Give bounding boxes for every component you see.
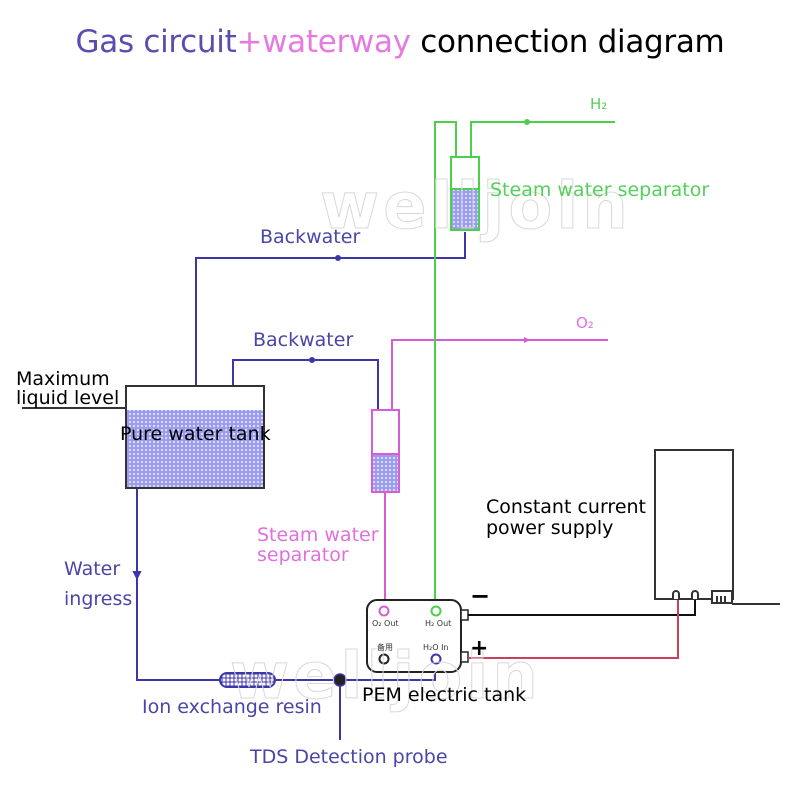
tds-probe-node xyxy=(333,673,347,687)
h2-out-port-label: H₂ Out xyxy=(425,619,452,628)
h2-label: H₂ xyxy=(590,95,608,113)
backwater-top-label: Backwater xyxy=(260,226,361,248)
h2o-in-port-label: H₂O In xyxy=(423,643,449,652)
o2-separator-label-1: Steam water xyxy=(257,524,379,546)
backwater-top-pipe xyxy=(195,232,466,385)
title-part-gas: Gas circuit xyxy=(75,24,237,60)
title-part-rest: connection diagram xyxy=(410,24,725,60)
ion-exchange-resin-label: Ion exchange resin xyxy=(142,696,322,718)
power-supply-label-1: Constant current xyxy=(486,496,646,518)
h2-steam-water-separator xyxy=(450,156,480,231)
pure-water-tank-label: Pure water tank xyxy=(120,423,271,445)
max-level-label-2: liquid level xyxy=(16,387,120,409)
h2o-in-port xyxy=(430,653,442,665)
h2-out-port xyxy=(430,605,442,617)
o2-out-port-label: O₂ Out xyxy=(372,619,399,628)
backwater-mid-pipe xyxy=(232,357,379,410)
backwater-mid-label: Backwater xyxy=(253,329,354,351)
pem-tank-label: PEM electric tank xyxy=(362,684,527,706)
water-ingress-label-2: ingress xyxy=(64,588,133,610)
ion-exchange-resin xyxy=(219,672,276,688)
pem-electric-tank xyxy=(366,599,469,673)
max-level-label-1: Maximum xyxy=(16,368,110,390)
pure-water-tank xyxy=(22,385,265,489)
positive-terminal-label: + xyxy=(470,636,489,661)
negative-terminal-label: − xyxy=(470,582,491,610)
watermark-bottom: welljoin xyxy=(230,640,542,715)
tds-probe-label: TDS Detection probe xyxy=(250,746,448,768)
spare-port xyxy=(378,653,390,665)
hydrogen-pipe xyxy=(434,119,615,608)
title-part-waterway: +waterway xyxy=(236,24,411,60)
o2-out-port xyxy=(378,605,390,617)
o2-steam-water-separator xyxy=(371,409,400,493)
page-title: Gas circuit+waterway connection diagram xyxy=(0,24,800,60)
positive-wire xyxy=(468,600,679,659)
water-ingress-label-1: Water xyxy=(64,558,121,580)
h2-separator-label: Steam water separator xyxy=(490,179,710,201)
o2-label: O₂ xyxy=(576,314,594,332)
o2-separator-label-2: separator xyxy=(257,544,349,566)
oxygen-pipe xyxy=(391,337,608,410)
watermark-top: welljoin xyxy=(320,170,632,245)
negative-wire xyxy=(468,600,696,616)
spare-port-label: 备用 xyxy=(377,643,393,652)
power-supply-label-2: power supply xyxy=(486,517,614,539)
constant-current-power-supply xyxy=(654,449,780,605)
